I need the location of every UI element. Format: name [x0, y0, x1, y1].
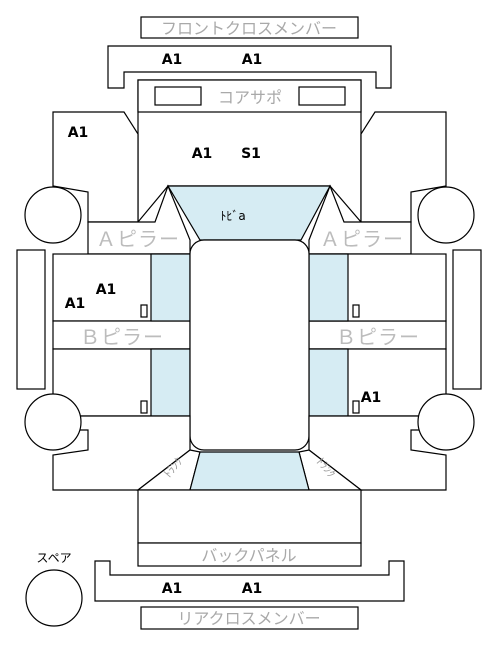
- rear-member-code-1: A1: [162, 581, 183, 597]
- hood-code-1: A1: [192, 146, 213, 162]
- dash-label: ﾄﾋﾞa: [220, 209, 245, 223]
- rear-member-code-2: A1: [242, 581, 263, 597]
- front-member-code-2: A1: [242, 52, 263, 68]
- spare-tire[interactable]: [25, 569, 83, 627]
- left-rear-door-handle[interactable]: [140, 400, 148, 414]
- b-pillar-left-label: Ｂピラー: [80, 325, 164, 349]
- front-member[interactable]: [107, 45, 392, 89]
- back-panel-label: バックパネル: [201, 546, 296, 565]
- left-apron-code: A1: [68, 125, 89, 141]
- hood-code-2: S1: [241, 146, 261, 162]
- right-front-window[interactable]: [308, 253, 349, 322]
- right-front-apron[interactable]: [360, 111, 447, 223]
- b-pillar-right-label: Ｂピラー: [336, 325, 420, 349]
- a-pillar-right-label: Ａピラー: [320, 227, 404, 251]
- left-front-door-code-1: A1: [96, 282, 117, 298]
- right-rear-window[interactable]: [308, 348, 349, 417]
- left-front-window[interactable]: [150, 253, 191, 322]
- front-cross-member-label: フロントクロスメンバー: [161, 19, 337, 38]
- back-panel[interactable]: [137, 542, 362, 567]
- roof[interactable]: [189, 239, 310, 451]
- left-rear-window[interactable]: [150, 348, 191, 417]
- b-pillar-left[interactable]: [52, 320, 191, 350]
- rear-left-wheel[interactable]: [24, 393, 82, 451]
- right-rear-door-handle[interactable]: [352, 400, 360, 414]
- front-cross-member-box[interactable]: [140, 16, 359, 39]
- rear-right-wheel[interactable]: [417, 393, 475, 451]
- front-left-wheel[interactable]: [24, 186, 82, 244]
- left-front-door-code-2: A1: [65, 296, 86, 312]
- spare-label: スペア: [36, 551, 71, 565]
- left-front-door-handle[interactable]: [140, 304, 148, 318]
- rear-window[interactable]: [189, 451, 310, 491]
- right-rocker-panel[interactable]: [452, 249, 482, 390]
- headlight-left[interactable]: [154, 86, 202, 106]
- front-member-code-1: A1: [162, 52, 183, 68]
- headlight-right[interactable]: [298, 86, 346, 106]
- windshield[interactable]: [166, 185, 332, 241]
- a-pillar-left-label: Ａピラー: [96, 227, 180, 251]
- core-support-label: コアサポ: [218, 88, 282, 107]
- right-rear-door-code: A1: [361, 390, 382, 406]
- rear-cross-member-box[interactable]: [140, 606, 359, 630]
- trunk-lid[interactable]: [137, 489, 362, 544]
- right-front-door-handle[interactable]: [352, 304, 360, 318]
- left-rocker-panel[interactable]: [16, 249, 46, 390]
- front-right-wheel[interactable]: [417, 186, 475, 244]
- rear-cross-member-label: リアクロスメンバー: [177, 609, 320, 628]
- rear-member[interactable]: [94, 560, 405, 602]
- b-pillar-right[interactable]: [308, 320, 447, 350]
